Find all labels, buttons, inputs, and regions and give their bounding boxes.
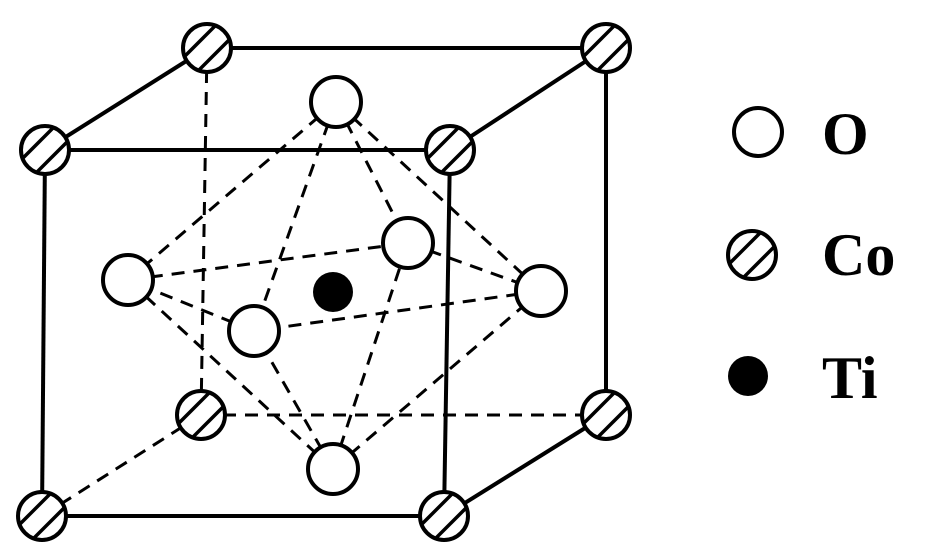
- o-atom-back: [381, 216, 435, 270]
- co-atom-front-top-right: [424, 124, 476, 176]
- cube-visible-edges: [40, 46, 608, 518]
- cube-edge-back-left-bottom-diagonal: [41, 413, 202, 518]
- legend-label-co: Co: [822, 222, 895, 288]
- o-atom-left: [101, 253, 155, 307]
- co-atom-front-bottom-right: [418, 490, 470, 542]
- ti-atom: [313, 272, 353, 312]
- co-atom-front-bottom-left: [16, 490, 68, 542]
- oxygen-atoms: [101, 75, 568, 496]
- co-atom-front-top-left: [19, 124, 71, 176]
- filled-circle-icon: [728, 356, 768, 396]
- co-atom-back-bottom-right: [580, 389, 632, 441]
- co-atom-back-top-left: [181, 22, 233, 74]
- open-circle-icon: [732, 106, 784, 158]
- co-atom-back-bottom-left: [175, 389, 227, 441]
- o-atom-bottom: [306, 442, 360, 496]
- o-atom-front: [227, 304, 281, 358]
- cube-edge-back-left-vertical: [199, 47, 209, 416]
- co-atom-back-top-right: [580, 22, 632, 74]
- o-atom-right: [514, 264, 568, 318]
- hatched-circle-icon: [726, 229, 778, 281]
- legend-label-o: O: [822, 101, 869, 167]
- cube-hidden-edges: [41, 47, 606, 518]
- legend: O Co Ti: [726, 101, 895, 411]
- legend-label-ti: Ti: [822, 345, 878, 411]
- o-atom-top: [309, 75, 363, 129]
